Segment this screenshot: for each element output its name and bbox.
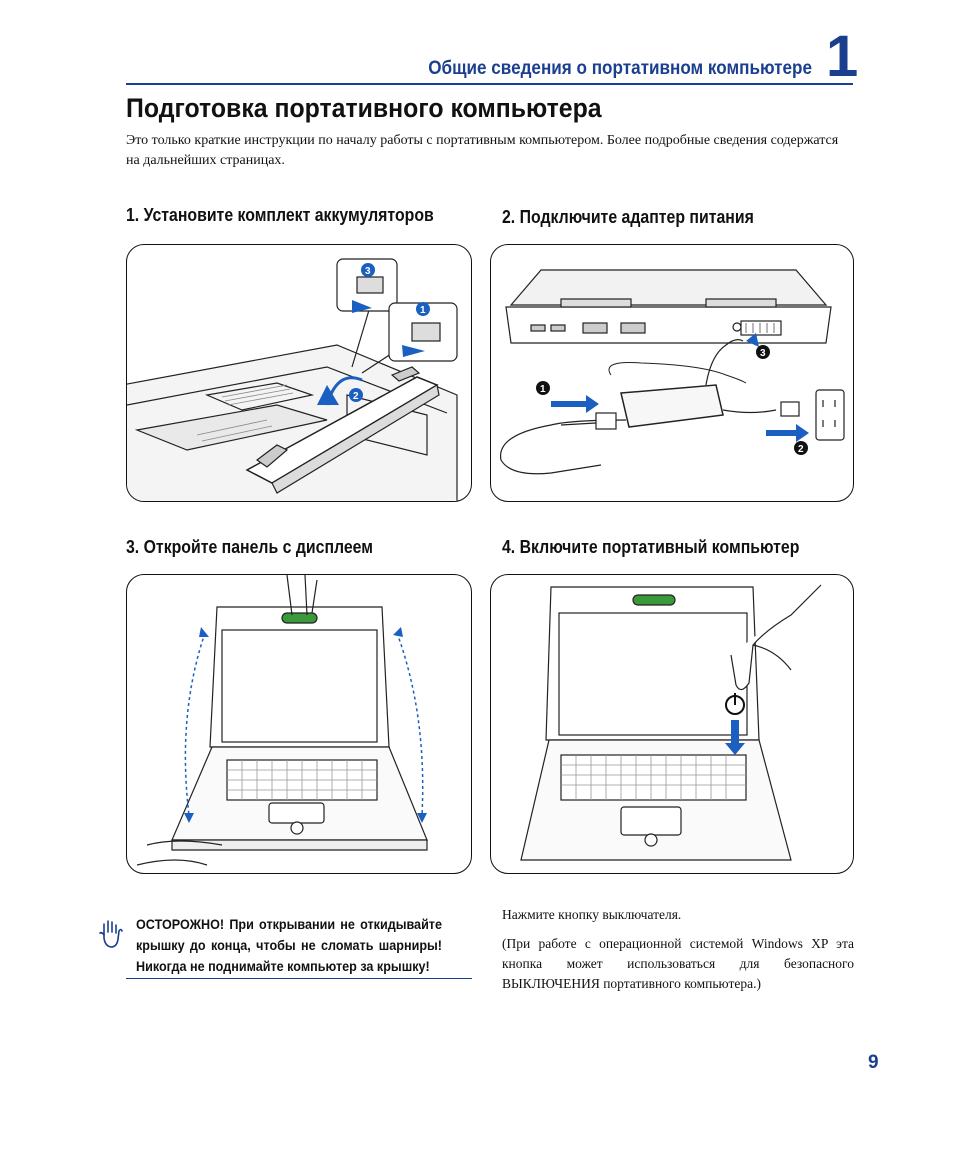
press-power-note: Нажмите кнопку выключателя. xyxy=(502,907,682,922)
adapter-callout-3: 3 xyxy=(760,348,766,359)
raised-hand-icon xyxy=(99,920,123,948)
windows-xp-note: (При работе с операционной системой Wind… xyxy=(502,936,854,991)
running-header-title: Общие сведения о портативном компьютере xyxy=(428,58,812,79)
power-adapter-drawing: 1 2 3 xyxy=(500,269,845,475)
intro-paragraph: Это только краткие инструкции по началу … xyxy=(126,133,839,168)
open-display-drawing xyxy=(136,575,428,866)
warning-text: ОСТОРОЖНО! При открывании не откидывайте… xyxy=(136,916,442,974)
power-adapter-illustration: 1 2 3 xyxy=(490,244,854,502)
callout-2: 2 xyxy=(353,391,359,402)
chapter-number: 1 xyxy=(826,24,859,89)
step-3-heading: 3. Откройте панель с дисплеем xyxy=(126,537,373,557)
step-4-heading: 4. Включите портативный компьютер xyxy=(502,537,800,557)
power-on-drawing xyxy=(520,584,822,861)
page-title: Подготовка портативного компьютера xyxy=(126,93,602,123)
open-display-illustration xyxy=(126,574,472,874)
step-1-heading: 1. Установите комплект аккумуляторов xyxy=(126,205,434,225)
callout-1: 1 xyxy=(420,305,426,316)
adapter-callout-2: 2 xyxy=(798,444,804,455)
battery-install-illustration: 3 1 2 xyxy=(126,244,472,502)
step-2-heading: 2. Подключите адаптер питания xyxy=(502,207,754,227)
page-number: 9 xyxy=(868,1052,879,1073)
power-on-illustration xyxy=(490,574,854,874)
warning-rule xyxy=(126,978,472,979)
callout-3: 3 xyxy=(365,266,371,277)
adapter-callout-1: 1 xyxy=(540,384,546,395)
battery-install-drawing: 3 1 2 xyxy=(127,258,458,501)
header-rule xyxy=(126,83,853,85)
